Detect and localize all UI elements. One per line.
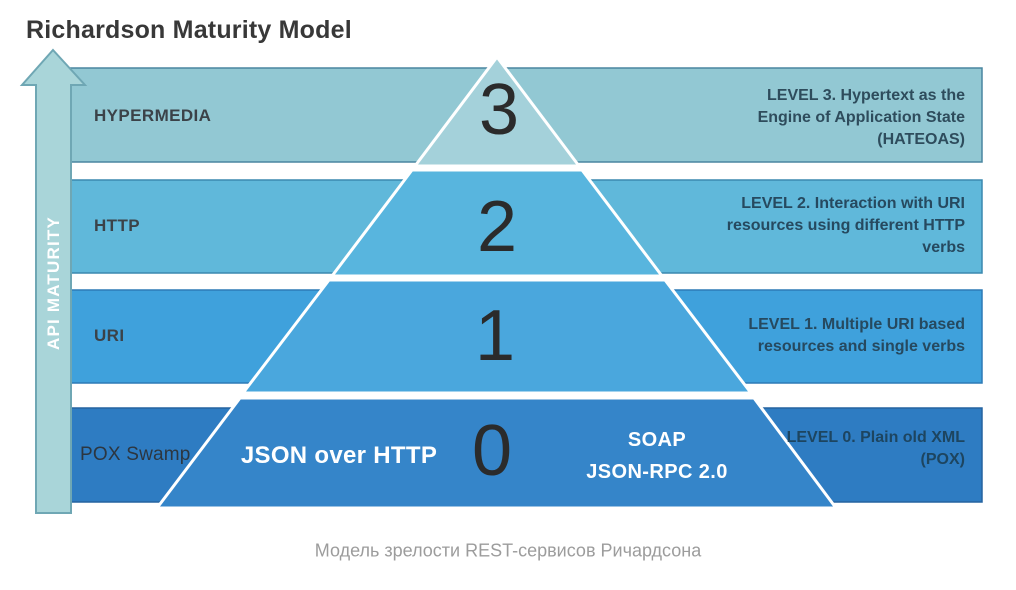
pyramid-segment-2 bbox=[330, 168, 664, 278]
level-2-description: LEVEL 2. Interaction with URI resources … bbox=[726, 195, 965, 256]
level-0-example-json-over-http: JSON over HTTP bbox=[240, 442, 438, 469]
level-number-3: 3 bbox=[478, 70, 520, 150]
level-0-example-soap-jsonrpc: SOAP JSON-RPC 2.0 bbox=[586, 429, 728, 483]
caption: Модель зрелости REST-сервисов Ричардсона bbox=[314, 540, 702, 561]
level-number-0: 0 bbox=[471, 411, 513, 491]
pyramid-segment-3 bbox=[413, 55, 581, 168]
left-label-pox-swamp: POX Swamp bbox=[80, 444, 191, 465]
pyramid-segment-0 bbox=[155, 396, 838, 510]
api-maturity-axis-label: API MATURITY bbox=[44, 215, 63, 351]
left-label-uri: URI bbox=[94, 326, 125, 345]
level-0-description: LEVEL 0. Plain old XML (POX) bbox=[786, 429, 965, 468]
left-label-http: HTTP bbox=[94, 216, 140, 235]
left-label-hypermedia: HYPERMEDIA bbox=[94, 106, 212, 125]
pyramid-segment-1 bbox=[241, 278, 753, 395]
level-number-2: 2 bbox=[476, 187, 518, 267]
maturity-arrow bbox=[19, 48, 88, 514]
diagram-title: Richardson Maturity Model bbox=[26, 16, 352, 44]
level-1-description: LEVEL 1. Multiple URI based resources an… bbox=[748, 316, 965, 355]
level-3-description: LEVEL 3. Hypertext as the Engine of Appl… bbox=[757, 87, 965, 148]
level-number-1: 1 bbox=[474, 296, 516, 376]
